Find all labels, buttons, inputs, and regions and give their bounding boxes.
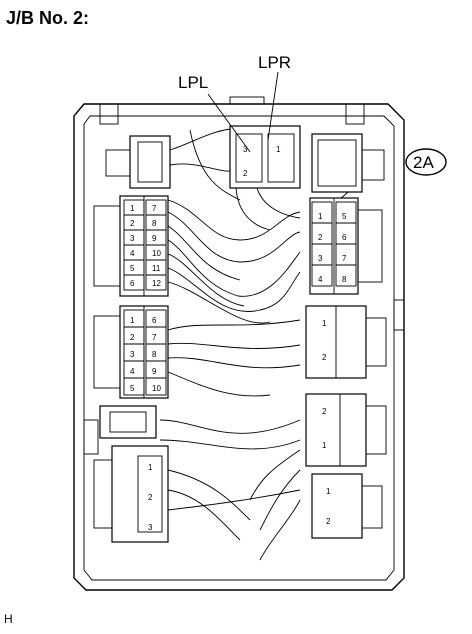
- pin-label: 5: [342, 212, 347, 221]
- pin-label: 6: [130, 279, 135, 288]
- svg-text:1: 1: [276, 145, 281, 154]
- pin-label: 1: [318, 212, 323, 221]
- svg-text:1: 1: [148, 463, 153, 472]
- pin-label: 5: [130, 264, 135, 273]
- svg-text:2: 2: [243, 169, 248, 178]
- pin-label: 10: [152, 384, 161, 393]
- pin-label: 4: [130, 367, 135, 376]
- pin-cell: [123, 377, 145, 396]
- pin-label: 1: [130, 204, 135, 213]
- pin-label: 8: [342, 275, 347, 284]
- lpl-label: LPL: [178, 73, 208, 92]
- connector-right-lower: 2 1: [305, 393, 387, 467]
- svg-text:1: 1: [322, 319, 327, 328]
- pin-label: 7: [342, 254, 347, 263]
- pin-label: 8: [152, 350, 157, 359]
- pin-label: 9: [152, 367, 157, 376]
- svg-text:3: 3: [148, 523, 153, 532]
- pin-label: 10: [152, 249, 161, 258]
- pin-label: 12: [152, 279, 161, 288]
- lpr-leader-line: [267, 71, 279, 141]
- pin-label: 3: [318, 254, 323, 263]
- connector-left-small: [99, 405, 157, 439]
- page-title: J/B No. 2:: [6, 8, 90, 28]
- pin-cell: [123, 274, 145, 291]
- connector-tag-2a: 2A: [405, 148, 447, 176]
- svg-text:3: 3: [243, 145, 248, 154]
- connector-right-bottom: 1 2: [311, 473, 383, 539]
- pin-cell: [145, 377, 167, 396]
- pin-cell: [145, 274, 167, 291]
- pin-labels-right-upper: 1 2 3 4 5 6 7 8: [311, 201, 357, 287]
- pin-label: 5: [130, 384, 135, 393]
- footer-code: H: [4, 612, 13, 626]
- junction-block-housing: [73, 96, 405, 591]
- svg-text:1: 1: [326, 487, 331, 496]
- svg-text:2: 2: [326, 517, 331, 526]
- pin-cell: [311, 264, 333, 287]
- lpl-leader-line: [207, 93, 251, 153]
- pin-label: 2: [318, 233, 323, 242]
- wire-harness: [159, 127, 361, 561]
- pin-label: 4: [130, 249, 135, 258]
- pin-label: 2: [130, 333, 135, 342]
- pin-label: 8: [152, 219, 157, 228]
- pin-label: 1: [130, 316, 135, 325]
- pin-label: 7: [152, 333, 157, 342]
- svg-text:2: 2: [148, 493, 153, 502]
- pin-label: 2: [130, 219, 135, 228]
- pin-cell: [335, 264, 357, 287]
- connector-lpl-lpr: 3 2 1: [229, 125, 301, 189]
- pin-label: 4: [318, 275, 323, 284]
- pin-labels-left-middle: 1 2 3 4 5 6 7 8 9 10: [123, 309, 167, 396]
- pin-label: 11: [152, 264, 161, 273]
- connector-right-middle: 1 2: [305, 305, 387, 379]
- svg-text:2: 2: [322, 353, 327, 362]
- pin-label: 9: [152, 234, 157, 243]
- connector-top-right: [311, 133, 385, 193]
- svg-text:1: 1: [322, 441, 327, 450]
- connector-right-upper: [309, 197, 383, 295]
- connector-top-left: [105, 135, 171, 189]
- lpr-label: LPR: [258, 53, 291, 72]
- pin-label: 6: [342, 233, 347, 242]
- svg-text:2: 2: [322, 407, 327, 416]
- pin-label: 3: [130, 350, 135, 359]
- pin-label: 7: [152, 204, 157, 213]
- pin-label: 3: [130, 234, 135, 243]
- connector-left-bottom: 1 2 3: [93, 445, 169, 543]
- connector-tag-label: 2A: [413, 153, 434, 172]
- pin-label: 6: [152, 316, 157, 325]
